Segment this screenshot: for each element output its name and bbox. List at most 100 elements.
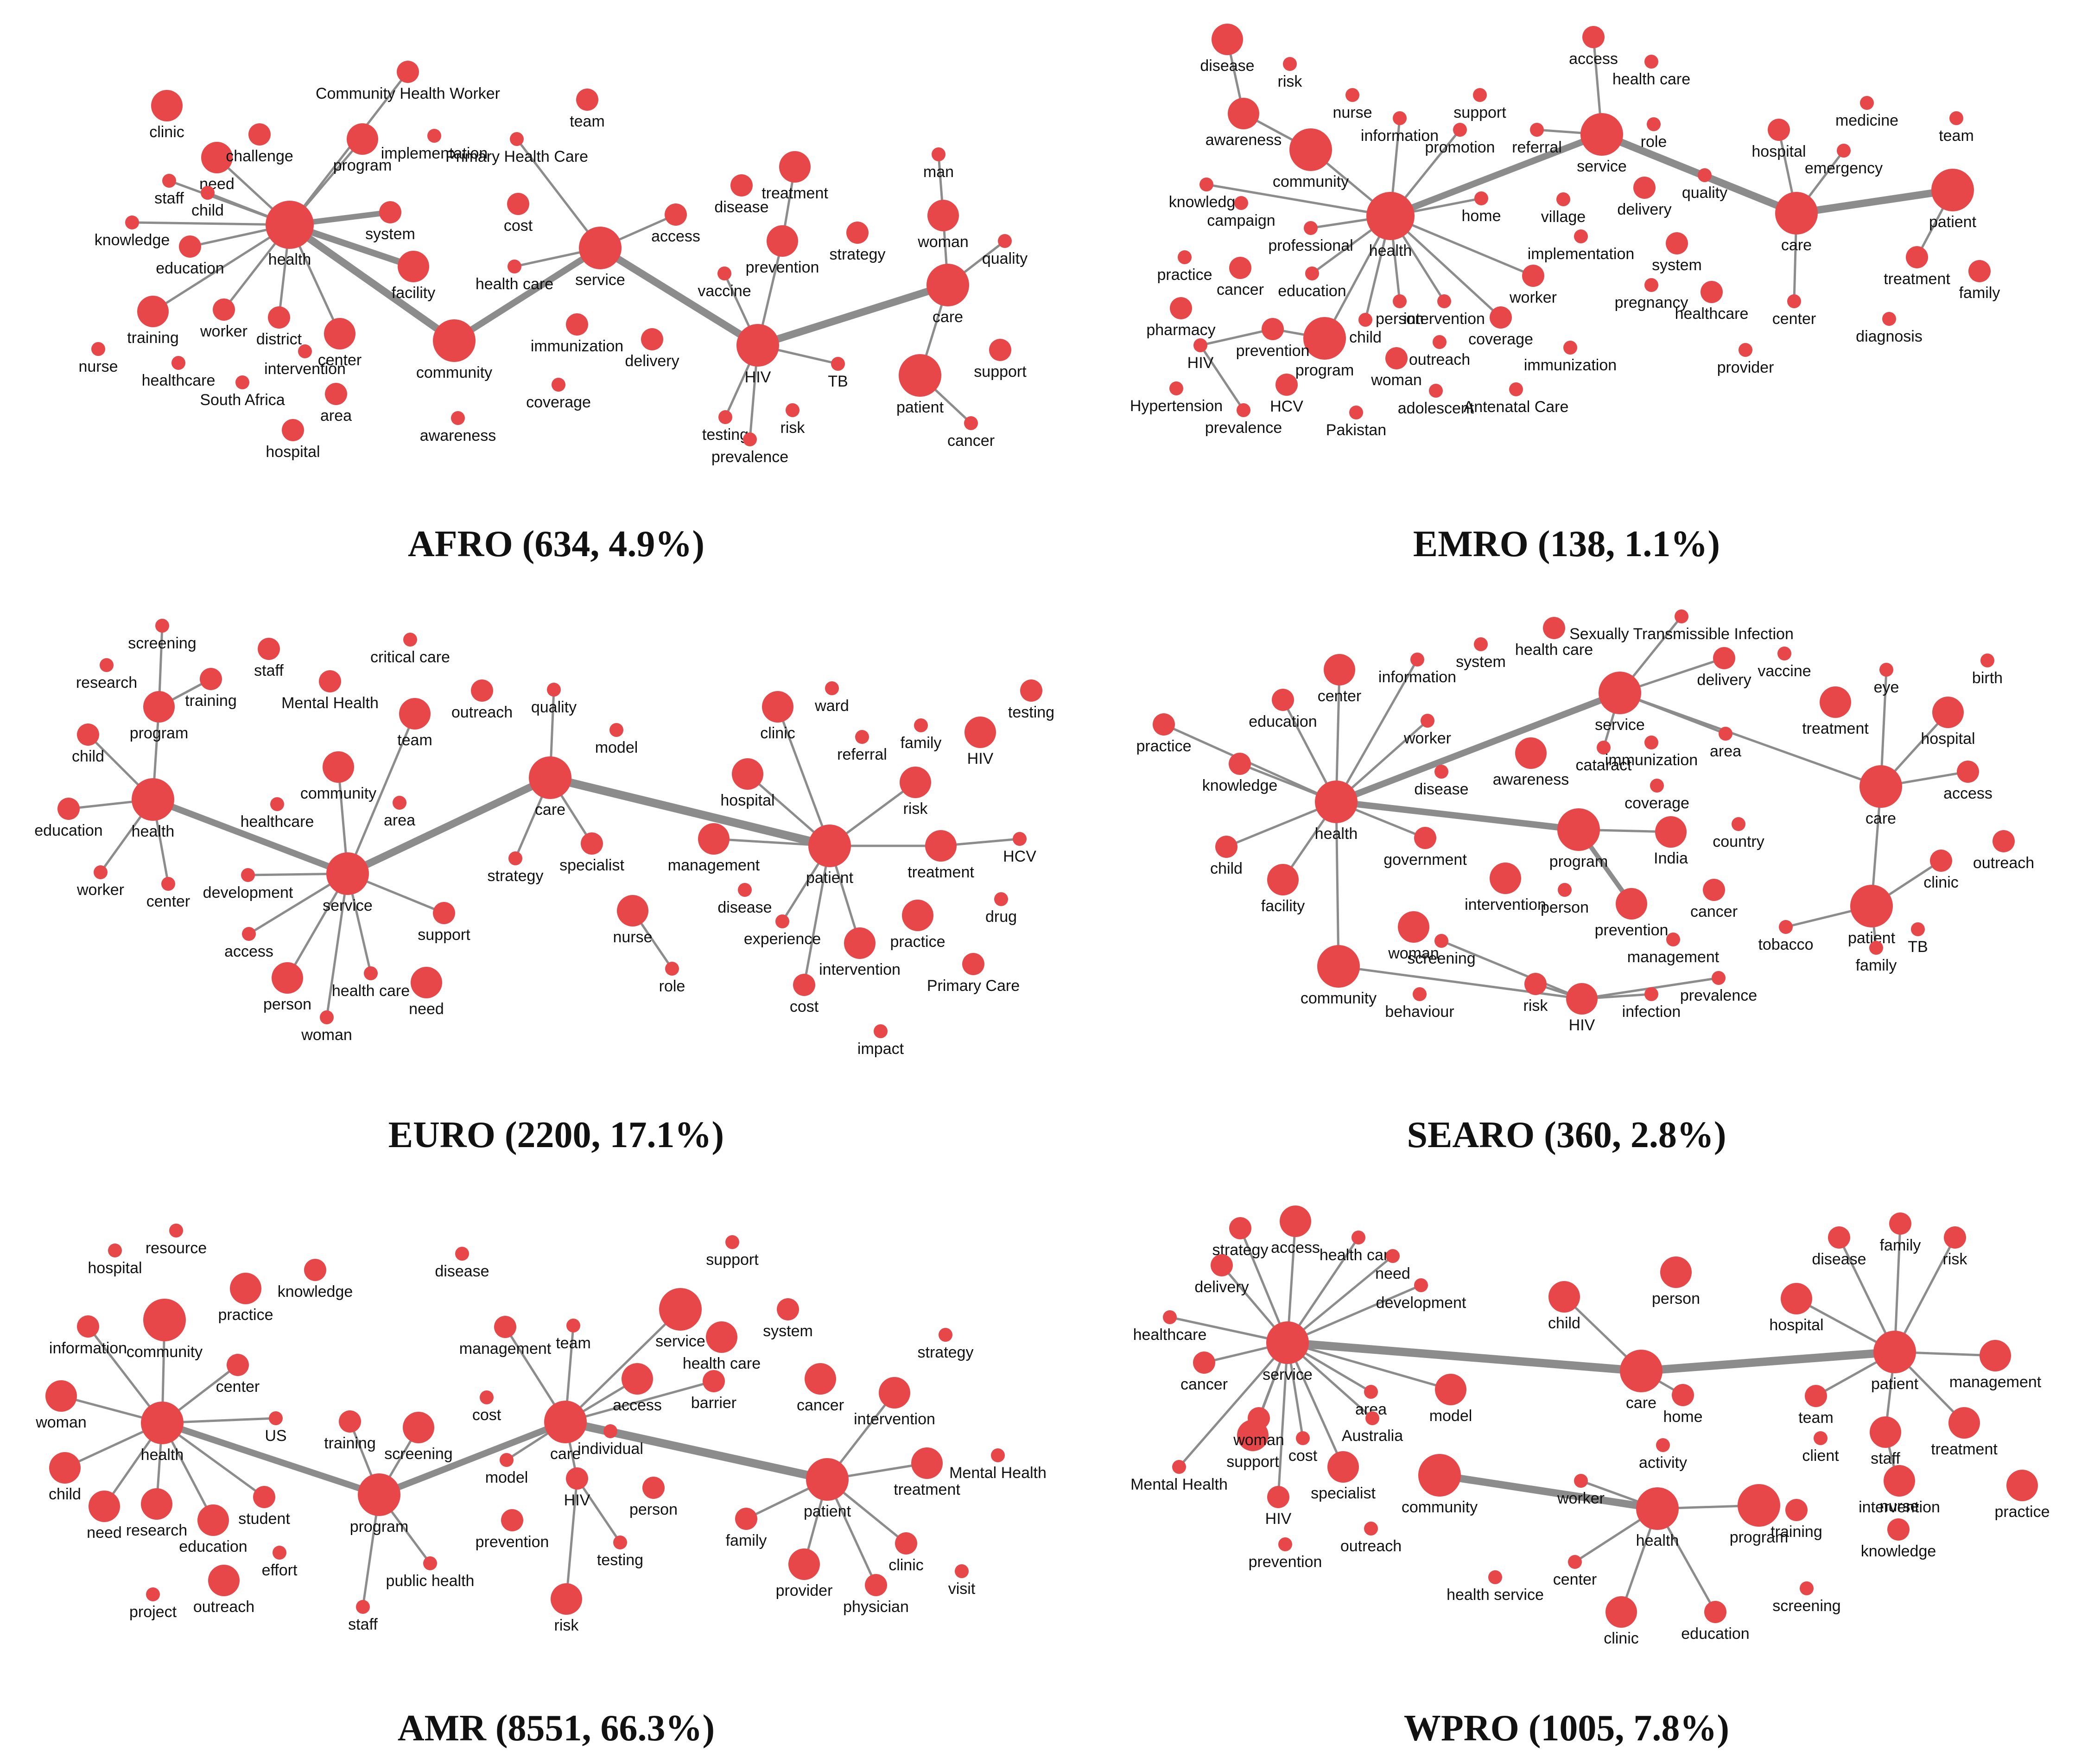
node-label-knowledge: knowledge bbox=[95, 231, 170, 249]
node-label-cost: cost bbox=[1288, 1447, 1318, 1465]
node-label-program: program bbox=[333, 157, 392, 174]
node-team bbox=[566, 1319, 580, 1333]
node-worker bbox=[1522, 265, 1544, 287]
node-birth bbox=[1980, 654, 1994, 667]
node-specialist bbox=[1327, 1451, 1359, 1483]
node-label-patient: patient bbox=[1871, 1375, 1919, 1393]
node-healthservice bbox=[1488, 1570, 1502, 1584]
node-hiv bbox=[1193, 338, 1207, 352]
node-label-hiv: HIV bbox=[1569, 1016, 1595, 1034]
node-label-service: service bbox=[323, 897, 373, 914]
node-label-need: need bbox=[409, 1000, 444, 1018]
node-label-family: family bbox=[1880, 1237, 1921, 1254]
edge-health-knowledge bbox=[1206, 183, 1391, 217]
node-patient bbox=[1931, 169, 1974, 211]
node-person bbox=[1393, 294, 1407, 308]
node-label-provider: provider bbox=[776, 1582, 833, 1599]
node-label-birth: birth bbox=[1972, 669, 2003, 687]
node-risk bbox=[1283, 57, 1297, 71]
node-label-strategy: strategy bbox=[488, 867, 544, 885]
edge-service-woman bbox=[325, 873, 349, 1018]
node-label-referral: referral bbox=[1512, 139, 1562, 156]
node-label-support: support bbox=[418, 926, 470, 944]
node-label-medicine: medicine bbox=[1835, 112, 1898, 129]
node-label-hospital: hospital bbox=[1769, 1316, 1823, 1334]
node-label-intervention: intervention bbox=[1403, 310, 1485, 328]
panel-searo-edges bbox=[1163, 615, 1968, 1000]
node-project bbox=[146, 1587, 160, 1601]
node-label-access: access bbox=[1271, 1239, 1320, 1256]
node-label-outreach: outreach bbox=[1340, 1537, 1402, 1555]
node-woman bbox=[927, 200, 959, 231]
node-label-screening: screening bbox=[128, 635, 196, 652]
node-label-healthcare2: healthcare bbox=[1675, 305, 1749, 323]
node-label-education: education bbox=[34, 822, 102, 839]
node-label-family: family bbox=[726, 1532, 767, 1549]
node-coverage bbox=[1490, 306, 1512, 329]
node-mentalhealth bbox=[991, 1448, 1005, 1462]
edge-health-coverage bbox=[1390, 215, 1502, 318]
node-tobacco bbox=[1779, 920, 1793, 934]
node-vaccine bbox=[1777, 647, 1791, 660]
node-nurse bbox=[1345, 88, 1359, 102]
node-label-clinic: clinic bbox=[149, 123, 184, 141]
node-education bbox=[179, 235, 201, 258]
node-label-treatment: treatment bbox=[761, 184, 828, 202]
node-label-hiv: HIV bbox=[967, 750, 994, 768]
edge-service-team bbox=[346, 713, 416, 874]
node-label-healthcare2: healthcare bbox=[1133, 1326, 1207, 1344]
node-label-village: village bbox=[1541, 208, 1586, 226]
node-need bbox=[201, 142, 233, 173]
node-label-team: team bbox=[397, 731, 432, 749]
node-treatment bbox=[1906, 246, 1928, 268]
edge-program-care bbox=[378, 1419, 567, 1498]
node-center bbox=[1568, 1555, 1582, 1569]
node-model bbox=[500, 1453, 514, 1467]
node-outreach bbox=[1433, 335, 1447, 349]
node-child bbox=[1548, 1281, 1580, 1313]
node-support bbox=[725, 1235, 739, 1249]
node-label-model: model bbox=[485, 1469, 528, 1486]
node-label-research: research bbox=[126, 1522, 187, 1539]
node-center bbox=[1787, 294, 1801, 308]
node-label-prevalence: prevalence bbox=[711, 448, 788, 466]
node-label-center: center bbox=[318, 351, 362, 369]
edge-care-patient bbox=[549, 774, 831, 850]
node-pharmacy bbox=[1170, 297, 1192, 319]
node-label-quality: quality bbox=[531, 698, 577, 716]
node-health bbox=[266, 201, 314, 249]
node-label-pharmacy: pharmacy bbox=[1146, 321, 1215, 339]
node-cataract bbox=[1597, 741, 1611, 755]
edge-patient-risk bbox=[1893, 1237, 1956, 1353]
node-label-system: system bbox=[1652, 256, 1702, 274]
node-individual bbox=[603, 1424, 617, 1438]
node-hiv bbox=[965, 717, 996, 748]
node-label-worker: worker bbox=[1509, 289, 1557, 306]
node-primarycare bbox=[962, 953, 984, 975]
node-strategy bbox=[939, 1328, 952, 1342]
node-challenge bbox=[248, 123, 271, 146]
node-team bbox=[576, 89, 598, 111]
panel-title-wpro: WPRO (1005, 7.8%) bbox=[1404, 1708, 1729, 1749]
node-prevention bbox=[1278, 1537, 1292, 1551]
node-label-information: information bbox=[1378, 668, 1456, 686]
node-education bbox=[1272, 689, 1294, 711]
node-label-cancer: cancer bbox=[947, 432, 995, 450]
node-health bbox=[1636, 1487, 1679, 1530]
node-label-cost: cost bbox=[504, 217, 533, 235]
node-nurse bbox=[1892, 1482, 1906, 1496]
node-label-hiv: HIV bbox=[1265, 1510, 1292, 1528]
node-label-strategy: strategy bbox=[918, 1344, 974, 1361]
node-label-knowledge: knowledge bbox=[278, 1283, 353, 1301]
node-label-health: health bbox=[268, 251, 311, 268]
node-label-knowledge: knowledge bbox=[1861, 1542, 1936, 1560]
node-service bbox=[1266, 1321, 1309, 1364]
node-label-treatment: treatment bbox=[894, 1481, 960, 1498]
node-intervention bbox=[1437, 294, 1451, 308]
node-district bbox=[268, 306, 290, 329]
node-community bbox=[1289, 128, 1332, 171]
node-label-family: family bbox=[1959, 284, 2000, 302]
node-experience bbox=[775, 914, 789, 928]
node-label-strategy: strategy bbox=[830, 246, 886, 263]
edge-service-model bbox=[1287, 1341, 1451, 1391]
